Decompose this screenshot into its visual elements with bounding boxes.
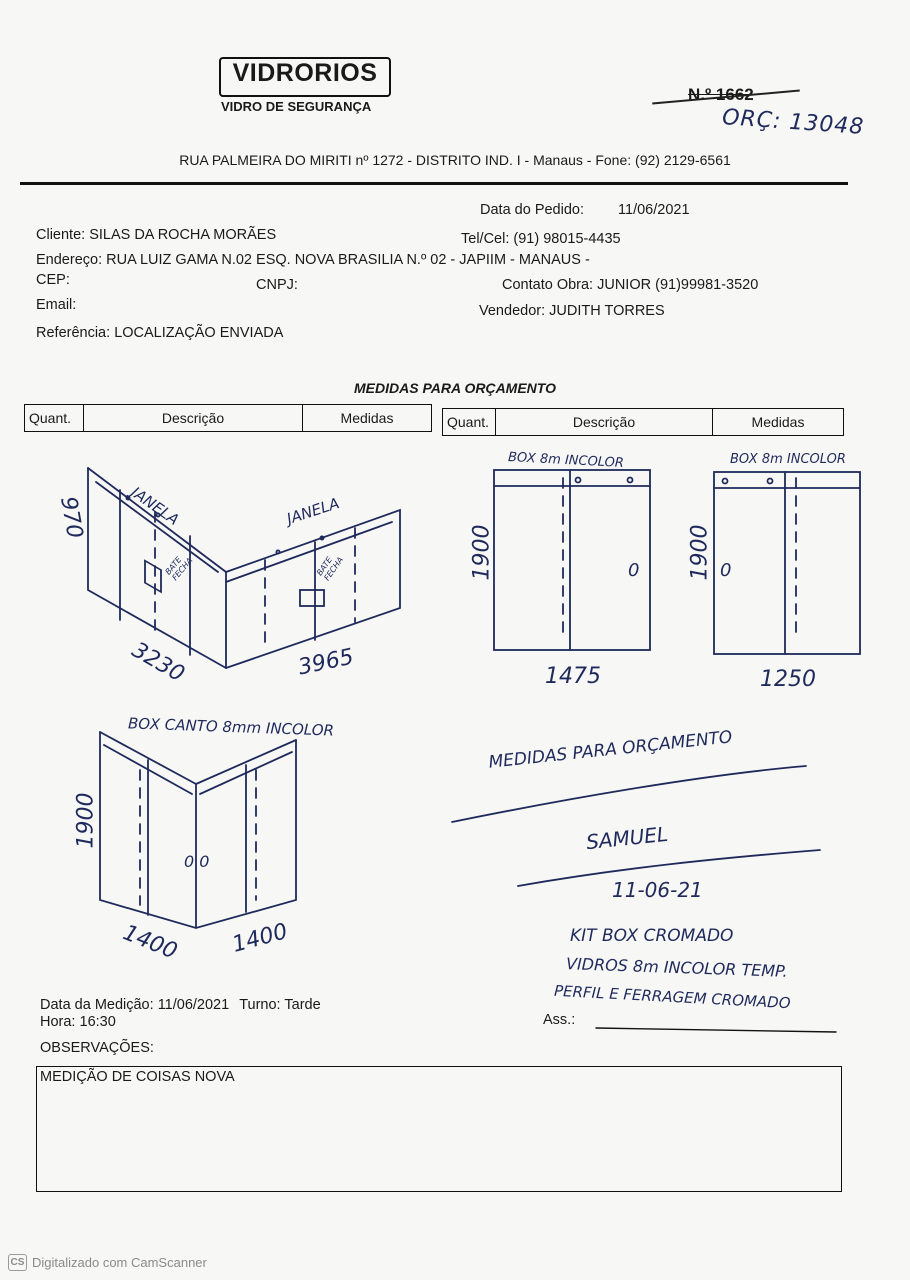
box2-label: BOX 8m INCOLOR — [730, 452, 846, 467]
section-title: MEDIDAS PARA ORÇAMENTO — [354, 380, 556, 396]
note-line-1: KIT BOX CROMADO — [570, 926, 734, 946]
box1-sketch — [493, 469, 651, 651]
box1-handle: 0 — [628, 560, 640, 581]
observations-box — [36, 1066, 842, 1192]
box2-sketch — [713, 471, 861, 655]
box3-height: 1900 — [73, 792, 99, 849]
col-qty: Quant. — [24, 404, 84, 432]
email: Email: — [36, 297, 77, 313]
company-address: RUA PALMEIRA DO MIRITI nº 1272 - DISTRIT… — [179, 152, 731, 168]
logo-subtitle: VIDRO DE SEGURANÇA — [221, 99, 372, 114]
l-window-sketch — [87, 467, 401, 669]
measure-date: Data da Medição: 11/06/2021 Turno: Tarde — [40, 997, 321, 1013]
col-desc: Descrição — [495, 408, 713, 436]
reference: Referência: LOCALIZAÇÃO ENVIADA — [36, 325, 284, 341]
cep: CEP: — [36, 272, 70, 288]
signature-label: Ass.: — [543, 1012, 576, 1028]
col-measures: Medidas — [302, 404, 432, 432]
box2-width: 1250 — [760, 667, 816, 692]
scanner-watermark: CS Digitalizado com CamScanner — [8, 1254, 207, 1271]
note-date: 11-06-21 — [612, 878, 703, 902]
note-underline-2 — [517, 849, 821, 887]
logo-frame — [219, 57, 391, 97]
box2-handle: 0 — [720, 560, 732, 581]
box3-handles: 0 0 — [184, 852, 210, 871]
col-measures: Medidas — [712, 408, 844, 436]
seller: Vendedor: JUDITH TORRES — [479, 303, 665, 319]
order-date: Data do Pedido: 11/06/2021 — [480, 202, 690, 218]
measures-header-right: Quant. Descrição Medidas — [442, 408, 844, 436]
note-underline-1 — [451, 765, 807, 823]
cnpj: CNPJ: — [256, 277, 298, 293]
site-contact: Contato Obra: JUNIOR (91)99981-3520 — [502, 277, 759, 293]
phone: Tel/Cel: (91) 98015-4435 — [461, 231, 621, 247]
measure-time: Hora: 16:30 — [40, 1014, 116, 1030]
signature-line — [595, 1027, 837, 1033]
client: Cliente: SILAS DA ROCHA MORÃES — [36, 227, 277, 243]
box-canto-sketch — [99, 731, 297, 929]
header-divider — [20, 182, 848, 185]
observations-text: MEDIÇÃO DE COISAS NOVA — [40, 1069, 235, 1085]
camscanner-icon: CS — [8, 1254, 27, 1271]
measures-header-left: Quant. Descrição Medidas — [24, 404, 432, 432]
client-address: Endereço: RUA LUIZ GAMA N.02 ESQ. NOVA B… — [36, 252, 590, 268]
scanner-text: Digitalizado com CamScanner — [32, 1255, 207, 1270]
observations-label: OBSERVAÇÕES: — [40, 1040, 154, 1056]
logo: VIDRORIOS — [232, 59, 378, 87]
box2-height: 1900 — [687, 524, 713, 581]
col-qty: Quant. — [442, 408, 496, 436]
box1-height: 1900 — [469, 524, 495, 581]
col-desc: Descrição — [83, 404, 303, 432]
box1-width: 1475 — [545, 664, 601, 689]
